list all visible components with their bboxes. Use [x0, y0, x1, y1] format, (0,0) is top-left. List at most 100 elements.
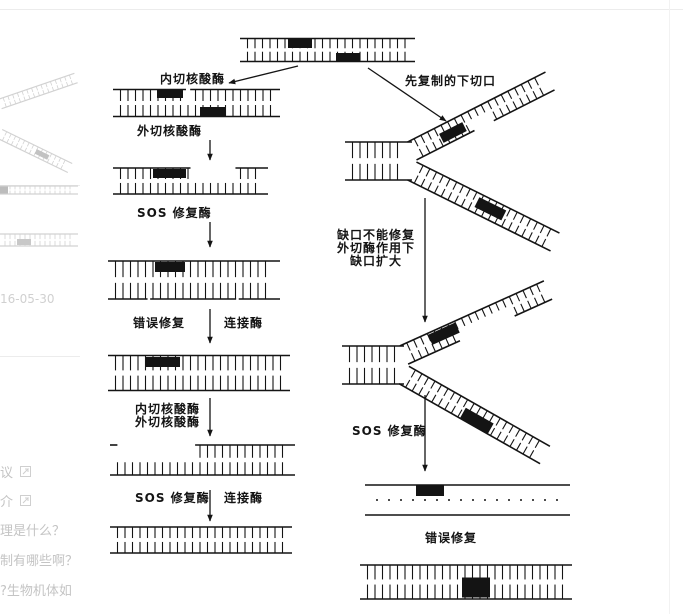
related-link[interactable]: 议 — [0, 462, 32, 481]
base-rung — [467, 111, 473, 120]
base-rung — [413, 339, 418, 348]
sidebar-divider — [0, 356, 80, 357]
base-rung — [444, 401, 450, 410]
base-rung — [53, 155, 57, 160]
base-rung — [59, 78, 62, 83]
base-rung — [433, 128, 439, 137]
base-rung — [521, 228, 527, 237]
base-rung — [418, 387, 424, 396]
base-rung — [522, 446, 528, 455]
base-rung — [516, 442, 522, 451]
dna-excised — [113, 167, 268, 195]
top-strand — [1, 128, 73, 165]
base-rung — [546, 228, 552, 237]
base-rung — [527, 80, 533, 89]
base-rung — [49, 153, 53, 158]
base-rung — [495, 302, 500, 311]
label-exonuclease: 外切核酸酶 — [137, 123, 202, 138]
dna-gap — [110, 444, 295, 476]
base-rung — [418, 165, 424, 174]
base-rung — [536, 283, 541, 293]
damage-block — [474, 197, 507, 221]
base-rung — [17, 138, 21, 143]
base-rung — [522, 290, 527, 299]
thumb-dna — [0, 72, 78, 110]
fork1-lagging-arm — [407, 161, 560, 252]
base-rung — [532, 91, 538, 100]
base-rung — [533, 221, 538, 230]
damage-block — [336, 53, 360, 62]
damage-block — [155, 262, 185, 272]
right-divider — [669, 0, 670, 614]
base-rung — [417, 373, 423, 382]
base-rung — [521, 432, 527, 441]
base-rung — [68, 74, 72, 80]
base-rung — [26, 89, 29, 94]
base-rung — [40, 84, 43, 89]
base-rung — [410, 353, 416, 362]
base-dot — [448, 499, 450, 501]
base-rung — [46, 158, 50, 163]
label-sos-enzyme: SOS 修复酶 — [352, 423, 427, 438]
question-link[interactable]: 制有哪些啊？ — [0, 554, 79, 569]
damage-block — [439, 122, 467, 143]
base-rung — [529, 450, 535, 458]
base-rung — [10, 141, 14, 146]
damage-block — [0, 186, 8, 194]
bottom-strand — [416, 129, 475, 161]
base-dot — [508, 499, 510, 501]
base-rung — [24, 147, 28, 152]
base-rung — [60, 165, 63, 170]
base-rung — [413, 138, 419, 147]
base-rung — [525, 94, 531, 103]
base-rung — [456, 395, 462, 404]
base-rung — [21, 91, 24, 96]
base-rung — [35, 86, 38, 91]
base-rung — [13, 135, 17, 141]
question-link[interactable]: 理是什么？ — [0, 524, 66, 539]
base-rung — [32, 93, 36, 98]
damage-block — [462, 577, 490, 598]
base-rung — [431, 343, 436, 352]
base-rung — [481, 308, 486, 317]
base-rung — [502, 421, 508, 430]
base-rung — [438, 138, 444, 147]
base-rung — [438, 340, 443, 349]
base-rung — [512, 211, 518, 220]
base-rung — [31, 144, 35, 149]
base-dot — [520, 499, 522, 501]
dna-original — [240, 37, 415, 63]
base-rung — [420, 178, 426, 187]
base-rung — [449, 391, 456, 400]
base-rung — [58, 157, 62, 162]
base-rung — [445, 178, 451, 187]
base-rung — [462, 399, 469, 408]
damage-block — [153, 169, 186, 178]
dna-mutated — [360, 564, 572, 600]
top-strand — [0, 72, 75, 100]
base-rung — [514, 225, 520, 234]
base-rung — [12, 94, 15, 99]
base-rung — [480, 104, 486, 113]
question-link[interactable]: ?生物机体如 — [0, 584, 72, 599]
base-rung — [425, 145, 431, 154]
top-strand — [407, 71, 546, 143]
base-rung — [533, 297, 539, 306]
base-rung — [413, 175, 419, 184]
base-rung — [509, 438, 515, 447]
bottom-strand — [514, 298, 553, 317]
base-rung — [539, 87, 545, 96]
base-rung — [23, 96, 26, 101]
base-rung — [42, 90, 45, 95]
related-link[interactable]: 介 — [0, 491, 32, 510]
base-rung — [433, 185, 439, 194]
label-sos-enzyme: SOS 修复酶 — [135, 490, 210, 505]
base-rung — [437, 398, 443, 407]
base-rung — [507, 222, 513, 231]
base-rung — [22, 140, 26, 145]
label-endonuclease: 内切核酸酶 — [160, 71, 225, 86]
base-rung — [28, 94, 31, 100]
label-error-repair: 错误修复 — [133, 315, 185, 330]
base-rung — [519, 215, 525, 224]
